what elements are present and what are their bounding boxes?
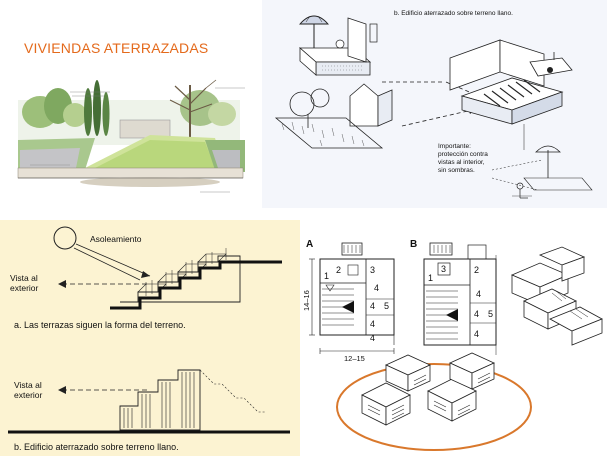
floor-plans-panel: A 2 3 1 4 4 [300, 215, 607, 456]
note-line-1: Importante: [438, 143, 471, 150]
dim-horizontal: 12–15 [344, 354, 365, 363]
view-label-a-1: Vista al [10, 273, 38, 283]
floor-plans: A 2 3 1 4 4 [302, 239, 603, 451]
plan-b-room-7: 4 [474, 329, 479, 339]
plan-b-room-2: 2 [474, 265, 479, 275]
view-label-b-1: Vista al [14, 380, 42, 390]
plan-b-room-4: 4 [476, 289, 481, 299]
sun-icon [53, 226, 77, 250]
view-label-b-2: exterior [14, 390, 43, 400]
plan-a-room-8: 4 [370, 333, 375, 343]
plan-a-room-2: 3 [370, 265, 375, 275]
sketch-caption: b. Edificio aterrazado sobre terreno lla… [394, 10, 513, 17]
plan-a-room-3: 1 [324, 271, 329, 281]
caption-b: b. Edificio aterrazado sobre terreno lla… [14, 442, 179, 452]
plan-b-room-5: 4 [474, 309, 479, 319]
plan-b-room-1: 3 [441, 264, 446, 274]
plan-a-room-1: 2 [336, 265, 341, 275]
landscape-rendering [17, 79, 245, 193]
sun-label: Asoleamiento [90, 234, 142, 244]
plan-a-label: A [306, 239, 313, 250]
section-diagrams-panel: Asoleamiento Vista al exterior a. Las te… [0, 220, 300, 456]
plan-b-label: B [410, 239, 417, 250]
plan-a-room-6: 5 [384, 301, 389, 311]
plan-b-room-3: 1 [428, 273, 433, 283]
slide-title: VIVIENDAS ATERRAZADAS [24, 40, 209, 56]
note-line-2: protección contra [438, 151, 488, 158]
terrace-sketch-panel: b. Edificio aterrazado sobre terreno lla… [262, 0, 607, 208]
plan-b-room-6: 5 [488, 309, 493, 319]
note-line-3: vistas al interior, [438, 159, 485, 166]
plan-a-room-5: 4 [370, 301, 375, 311]
title-panel: VIVIENDAS ATERRAZADAS [0, 0, 262, 215]
plan-a-room-7: 4 [370, 319, 375, 329]
plan-a-room-4: 4 [374, 283, 379, 293]
dim-vertical: 14–16 [302, 290, 311, 311]
terrace-sketch: b. Edificio aterrazado sobre terreno lla… [274, 10, 593, 199]
caption-a: a. Las terrazas siguen la forma del terr… [14, 320, 186, 330]
highlight-ellipse [336, 363, 532, 451]
section-diagrams: Asoleamiento Vista al exterior a. Las te… [8, 226, 290, 452]
note-line-4: sin sombras. [438, 167, 475, 174]
view-label-a-2: exterior [10, 283, 39, 293]
